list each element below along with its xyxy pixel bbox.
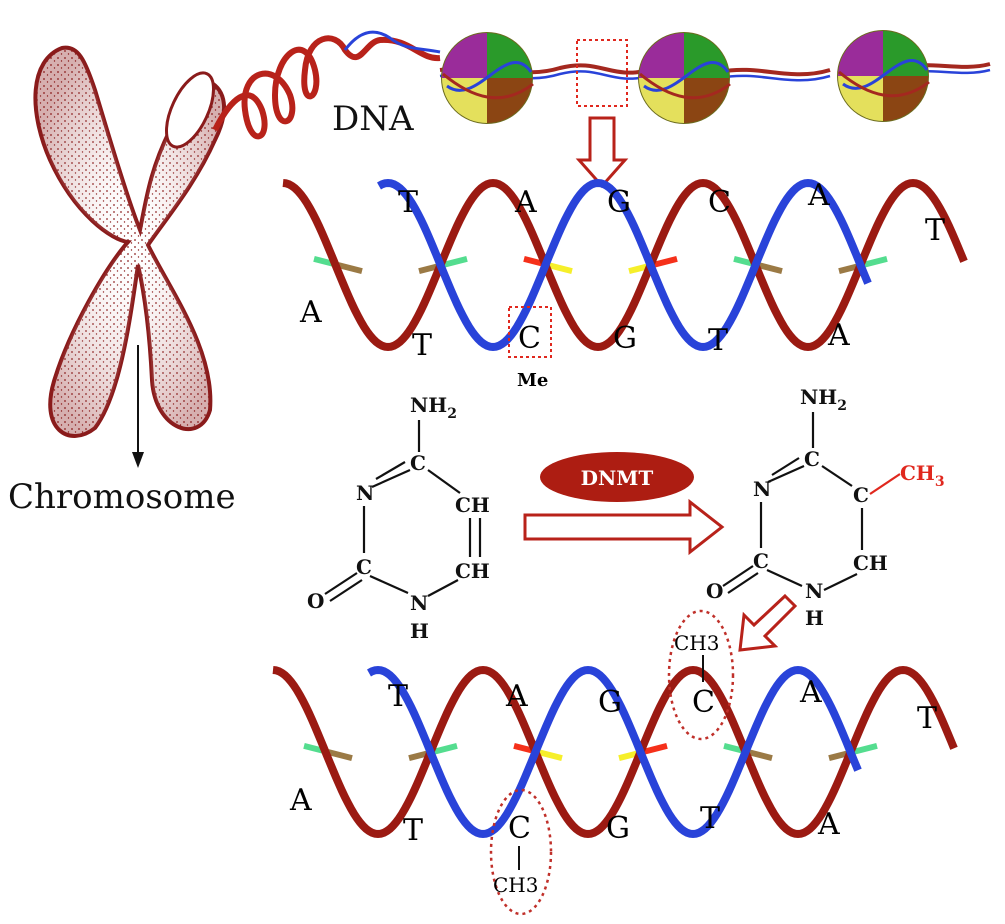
base-pair-rung — [652, 255, 678, 268]
dnmt-reaction: DNMT — [523, 452, 725, 556]
base-label: C — [518, 321, 541, 356]
atom-c2: C — [356, 555, 372, 579]
helix-top-labels: T A G C A T A T C G T A Me — [299, 178, 945, 391]
base-label: T — [412, 328, 432, 363]
base-label: T — [925, 213, 945, 248]
atom-c4: C — [410, 451, 426, 475]
zoom-arrow-icon — [575, 116, 629, 189]
atom-c5: C — [853, 483, 869, 507]
nucleosome — [441, 32, 534, 124]
atom-ch6: CH — [455, 559, 490, 583]
base-label: G — [613, 321, 637, 356]
base-label: C — [508, 811, 531, 846]
base-pair-rung — [442, 255, 468, 268]
dna-coil-blue — [343, 30, 441, 54]
chromatin-fiber: DNA — [212, 30, 991, 140]
base-pair-rung — [432, 742, 458, 755]
helix-bottom-labels: T A G C A T A T C G T A CH3 CH3 — [289, 609, 937, 916]
base-pair-rung — [642, 742, 668, 755]
base-label: A — [289, 783, 312, 818]
base-label: T — [398, 185, 418, 220]
nucleosomes — [441, 30, 930, 124]
insertion-arrow-icon — [738, 593, 798, 652]
base-label: C — [692, 685, 715, 720]
atom-c2: C — [753, 549, 769, 573]
base-pair-rung — [547, 262, 573, 275]
methyl-bond — [869, 473, 901, 495]
methylcytosine-bonds — [722, 412, 864, 594]
base-pair-rung — [537, 749, 563, 762]
amine-group: NH2 — [410, 393, 457, 422]
methylcytosine-structure: NH2 C N C CH3 CH C O N H — [706, 385, 945, 630]
atom-h: H — [805, 606, 824, 630]
base-pair-rung — [337, 262, 363, 275]
atom-ch6: CH — [853, 551, 888, 575]
methyl-label-bottom: CH3 — [493, 873, 538, 897]
dnmt-enzyme-badge — [540, 452, 694, 502]
base-pair-rung — [747, 749, 773, 762]
base-label: C — [708, 185, 731, 220]
base-label: A — [514, 185, 537, 220]
base-label: A — [817, 807, 840, 842]
methyl-group: CH3 — [900, 461, 945, 490]
cpg-site-box — [508, 306, 552, 358]
base-label: T — [708, 323, 728, 358]
methyl-marker-label: Me — [517, 370, 548, 391]
cytosine-bonds — [324, 420, 482, 602]
base-label: G — [598, 685, 622, 720]
nucleosome — [638, 32, 731, 124]
base-pair-rung — [757, 262, 783, 275]
atom-h: H — [410, 619, 429, 643]
cytosine-structure: NH2 C N CH CH C O N H — [307, 393, 490, 643]
base-label: A — [505, 679, 528, 714]
base-label: G — [606, 811, 630, 846]
dna-label: DNA — [332, 99, 414, 139]
atom-o: O — [307, 589, 324, 613]
base-label: T — [917, 701, 937, 736]
base-pair-rung — [852, 742, 878, 755]
dna-coil — [212, 35, 441, 140]
atom-o: O — [706, 579, 723, 603]
backbone-strand-red — [272, 665, 958, 839]
base-pair-rung — [862, 255, 888, 268]
base-label: A — [827, 318, 850, 353]
atom-n1: N — [410, 591, 428, 615]
atom-n1: N — [805, 579, 823, 603]
base-label: A — [299, 295, 322, 330]
dna-helix-unmethylated — [282, 178, 968, 352]
atom-n3: N — [753, 477, 771, 501]
base-label: A — [799, 675, 822, 710]
amine-group: NH2 — [800, 385, 847, 414]
base-label: G — [607, 185, 631, 220]
dnmt-label: DNMT — [581, 466, 654, 490]
dna-helix-methylated — [272, 665, 958, 839]
methyl-highlight-top — [667, 609, 735, 741]
base-label: T — [388, 679, 408, 714]
methyl-highlight-bottom — [489, 788, 553, 916]
backbone-strand-blue — [367, 665, 862, 839]
chromosome-illustration: Chromosome — [8, 45, 236, 517]
selected-linker-box — [576, 39, 628, 107]
chromosome-label: Chromosome — [8, 477, 236, 517]
nucleosome — [837, 30, 930, 122]
chromatid-end-cap — [165, 71, 215, 149]
atom-c4: C — [804, 447, 820, 471]
base-label: T — [700, 801, 720, 836]
backbone-strand-red — [282, 178, 968, 352]
atom-ch5: CH — [455, 493, 490, 517]
methyl-label-top: CH3 — [674, 631, 719, 655]
atom-n3: N — [356, 481, 374, 505]
arrowhead-icon — [132, 452, 144, 468]
base-pair-rung — [327, 749, 353, 762]
base-label: A — [807, 178, 830, 213]
reaction-arrow-icon — [523, 498, 725, 556]
base-label: T — [403, 813, 423, 848]
backbone-strand-blue — [377, 178, 872, 352]
